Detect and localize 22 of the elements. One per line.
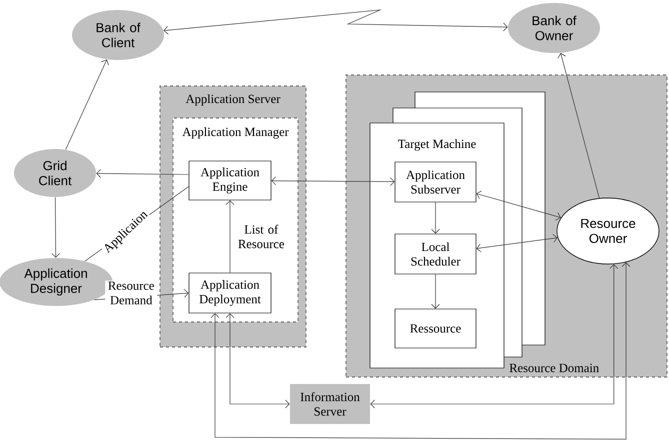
process-box: Application Subserver xyxy=(394,162,476,202)
arrow xyxy=(431,202,440,234)
arrow xyxy=(558,52,600,198)
arrow xyxy=(51,196,60,258)
server-box: Information Server xyxy=(290,384,370,424)
arrow xyxy=(370,264,618,408)
process-box: Application Engine xyxy=(188,160,272,200)
arrow xyxy=(226,313,290,408)
process-box: Application Deployment xyxy=(188,272,272,314)
edge-label: List of Resource xyxy=(232,224,290,250)
arrow xyxy=(96,169,189,178)
process-box: Ressource xyxy=(394,308,476,348)
arrow xyxy=(431,274,440,309)
zigzag-arrow xyxy=(164,10,508,35)
arrow xyxy=(476,190,561,221)
arrow xyxy=(476,234,558,252)
arrow xyxy=(210,262,630,440)
arrow xyxy=(226,200,234,273)
arrow xyxy=(65,59,109,150)
arrow xyxy=(271,176,395,186)
process-box: Local Scheduler xyxy=(394,234,476,274)
edge-label: Resource Demand xyxy=(105,280,158,306)
